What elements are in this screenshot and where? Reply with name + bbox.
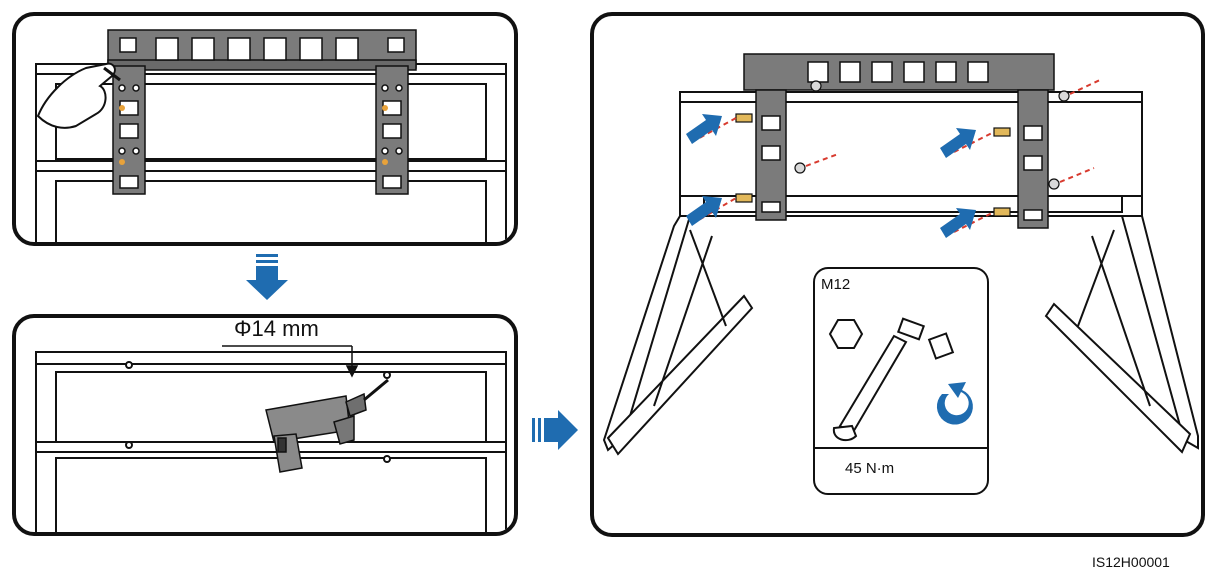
step-3-install-bolts-panel [590, 12, 1205, 537]
torque-spec-box [813, 267, 989, 495]
hole-diameter-label: Φ14 mm [234, 316, 319, 341]
dimension-leader [222, 345, 359, 378]
alignment-lines [691, 79, 1101, 237]
step-1-illustration [35, 29, 507, 242]
drill-icon [265, 378, 389, 473]
hex-nut-icon [828, 319, 864, 349]
rotate-clockwise-icon [936, 382, 973, 425]
push-arrow-icon [686, 114, 976, 238]
torque-wrench-icon [832, 317, 955, 442]
push-arrow-icon [532, 410, 578, 450]
bolt-size-label: M12 [821, 276, 851, 293]
mounting-bracket [107, 29, 417, 195]
step-2-drill-holes-panel [12, 314, 518, 536]
step-3-illustration [602, 53, 1199, 495]
step-1-mark-holes-panel [12, 12, 518, 246]
push-arrow-icon [246, 254, 288, 300]
figure-id: IS12H00001 [1092, 554, 1170, 570]
bolts [735, 80, 1070, 217]
glove-hand-icon [36, 62, 121, 129]
step-2-illustration [35, 345, 507, 532]
drill-hole-markers [125, 361, 391, 463]
mounting-bracket [743, 53, 1055, 229]
frame [35, 351, 507, 532]
torque-value-label: 45 N·m [845, 460, 895, 477]
frame [35, 63, 507, 242]
